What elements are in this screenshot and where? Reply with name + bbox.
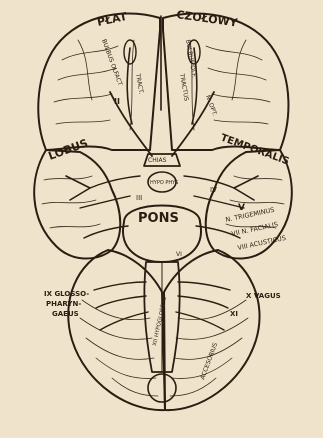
- label-nerve-III: III: [136, 194, 142, 202]
- label-gaeus: GAEUS: [52, 310, 79, 318]
- label-pharyn: PHARYN-: [46, 300, 81, 308]
- label-hypophysis: HYPO PHYS: [150, 180, 178, 186]
- label-nerve-IV: IV: [210, 186, 217, 194]
- label-nerve-VI: VI: [176, 251, 182, 258]
- label-pons: PONS: [138, 211, 179, 226]
- label-nerve-II: II: [114, 97, 120, 106]
- label-chiasma: CHIAS: [148, 157, 167, 164]
- label-glosso: IX GLOSSO-: [44, 290, 89, 298]
- label-xi: XI: [230, 310, 238, 318]
- label-vagus: X VAGUS: [246, 292, 281, 300]
